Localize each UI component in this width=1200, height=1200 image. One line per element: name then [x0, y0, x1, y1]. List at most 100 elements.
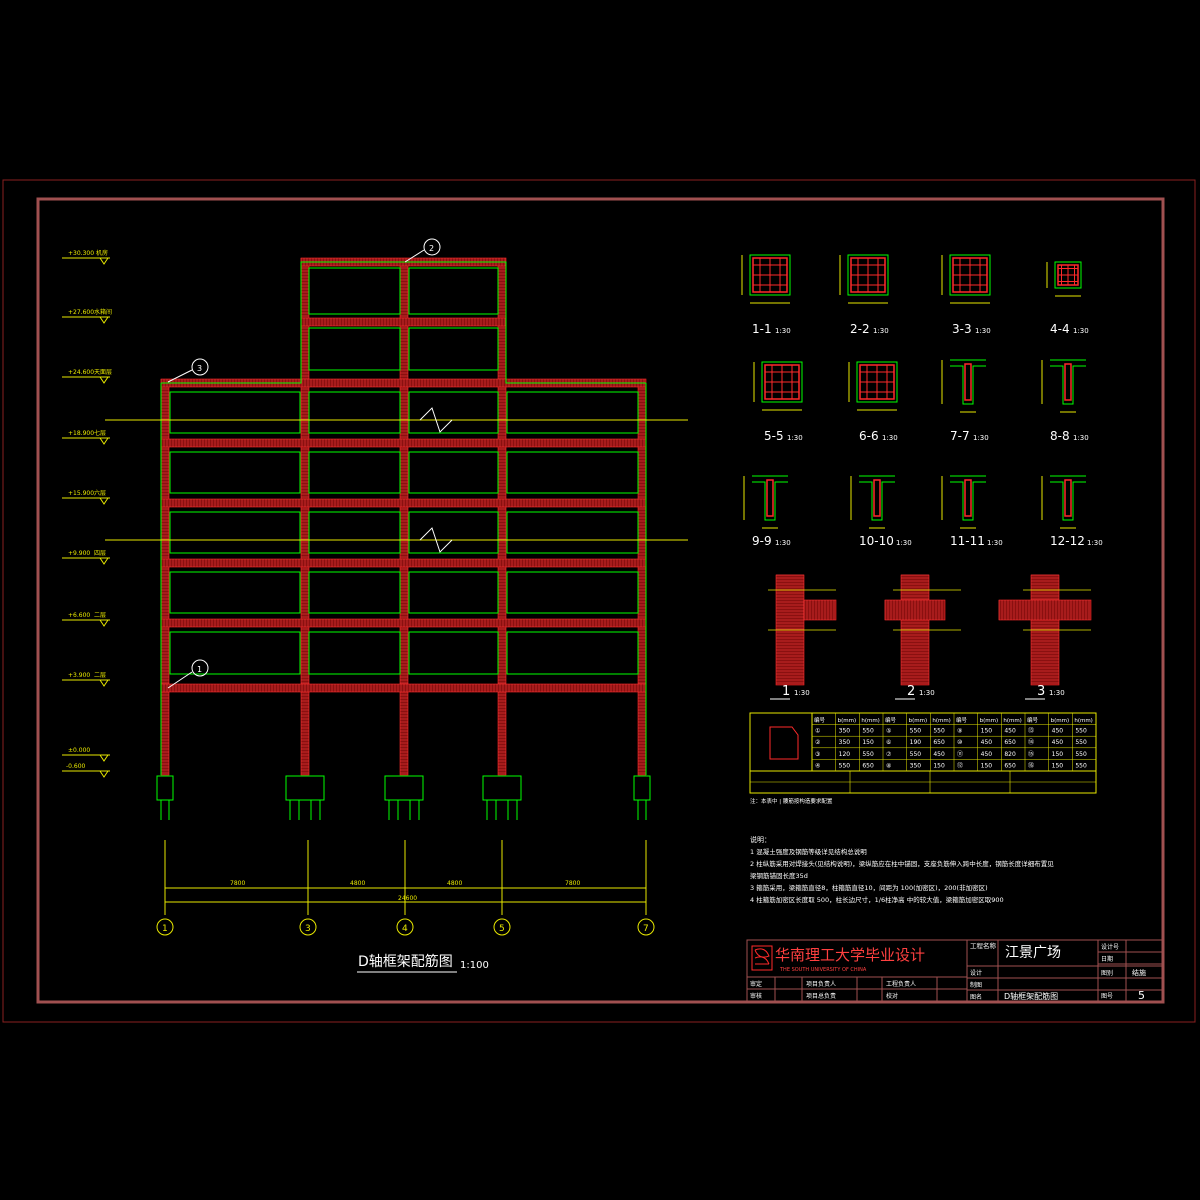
tbeam-outline: [950, 475, 986, 521]
beam: [160, 558, 647, 568]
section-label: 4-4: [1050, 322, 1070, 336]
note-item: 梁钢筋锚固长度35d: [750, 871, 808, 880]
axis-bubble: [493, 918, 511, 936]
table-cell: ①: [815, 728, 820, 735]
elevation-value: +6.600: [68, 612, 90, 619]
joint-dimension: [1023, 589, 1091, 631]
bay-outline: [308, 511, 401, 554]
table-header: b(mm): [1051, 718, 1070, 724]
table-cell: 550: [1075, 728, 1087, 735]
section-dimension: [850, 476, 885, 529]
axis-bubble: [156, 918, 174, 936]
table-divider: [750, 713, 1096, 772]
section-label: 6-6: [859, 429, 879, 443]
axis-bubble: [299, 918, 317, 936]
tie-bars: [753, 258, 787, 292]
general-notes: 说明： 1 混凝土强度及钢筋等级详见结构总说明 2 柱纵筋采用对焊接头(见结构说…: [750, 835, 1054, 904]
approve-label: 审核: [750, 992, 762, 1000]
tbeam-stirrup: [1064, 479, 1072, 517]
inner-frame: [36, 197, 1165, 1004]
cut-lines: [105, 419, 688, 541]
elevation-value: ±0.000: [68, 747, 90, 754]
elevation-floor: 水箱间: [94, 308, 112, 316]
bay-outline: [506, 511, 639, 554]
section-scale: 1:30: [1073, 434, 1089, 442]
note-item: 4 柱箍筋加密区长度取 500，柱长边尺寸，1/6柱净高 中的较大值，梁箍筋加密…: [750, 895, 1004, 904]
bay-outline: [308, 451, 401, 494]
section-dimension: [941, 360, 976, 413]
table-cell: ⑤: [886, 728, 891, 735]
table-cell: 550: [1075, 751, 1087, 758]
axis-label: 7: [643, 924, 649, 934]
university-logo: [751, 945, 773, 971]
section-dimension: [941, 255, 990, 304]
table-cell: 190: [910, 739, 922, 746]
section-dimension: [741, 255, 790, 304]
project-name: 江景广场: [1005, 945, 1061, 961]
tbeam-outline: [752, 475, 788, 521]
table-header: 编号: [885, 716, 897, 724]
joint-dimension: [893, 589, 961, 631]
section-label: 9-9: [752, 534, 772, 548]
table-cell: ③: [815, 751, 820, 758]
joint-scale: 1:30: [1049, 689, 1065, 697]
table-header: 编号: [1027, 716, 1039, 724]
elevation-marker: -0.600: [66, 763, 86, 770]
table-cell: 120: [839, 751, 851, 758]
section-label: 5-5: [764, 429, 784, 443]
section-dimension: [753, 362, 802, 411]
elevation-floor: 机房: [96, 249, 108, 257]
axis-bubble: [637, 918, 655, 936]
bay-outline: [308, 327, 401, 371]
section-label: 3-3: [952, 322, 972, 336]
check-label: 校对: [886, 992, 898, 1000]
section-label: 11-11: [950, 534, 985, 548]
tie-bars: [860, 365, 894, 399]
table-cell: ⑧: [886, 762, 891, 769]
table-cell: 550: [1075, 739, 1087, 746]
bay-outline: [308, 391, 401, 434]
section-dimension: [839, 255, 888, 304]
table-header: b(mm): [980, 718, 999, 724]
drawing-scale: 1:100: [460, 960, 489, 971]
beam: [160, 618, 647, 628]
span-3: 4800: [447, 880, 462, 887]
table-cell: 150: [981, 762, 993, 769]
joint-dimension: [768, 589, 836, 631]
break-lines: [419, 407, 453, 553]
section-scale: 1:30: [1073, 327, 1089, 335]
bay-outline: [408, 511, 499, 554]
table-cell: 550: [910, 728, 922, 735]
bay-outline: [308, 267, 401, 315]
callout-1: 1: [167, 659, 209, 689]
table-header: 编号: [956, 716, 968, 724]
section-outline: [856, 361, 898, 403]
elevation-floor: 四层: [94, 550, 106, 557]
table-cell: ⑮: [1028, 750, 1034, 758]
joint-beam-hatch: [803, 600, 835, 620]
axis-label: 3: [305, 924, 311, 934]
table-cell: ④: [815, 762, 820, 769]
elevation-value: +27.600: [68, 309, 94, 316]
table-header: b(mm): [838, 718, 857, 724]
table-cell: 820: [1004, 751, 1016, 758]
bay-outline: [506, 391, 639, 434]
joint-beam-hatch: [998, 600, 1090, 620]
bay-outline: [408, 451, 499, 494]
section-label: 2-2: [850, 322, 870, 336]
category-label: 图别: [1101, 969, 1113, 977]
beam: [160, 438, 647, 448]
elevation-value: +3.900: [68, 672, 90, 679]
section-scale: 1:30: [787, 434, 803, 442]
frame-elevation: [156, 257, 651, 820]
pile: [289, 800, 321, 820]
table-header: h(mm): [932, 718, 951, 724]
